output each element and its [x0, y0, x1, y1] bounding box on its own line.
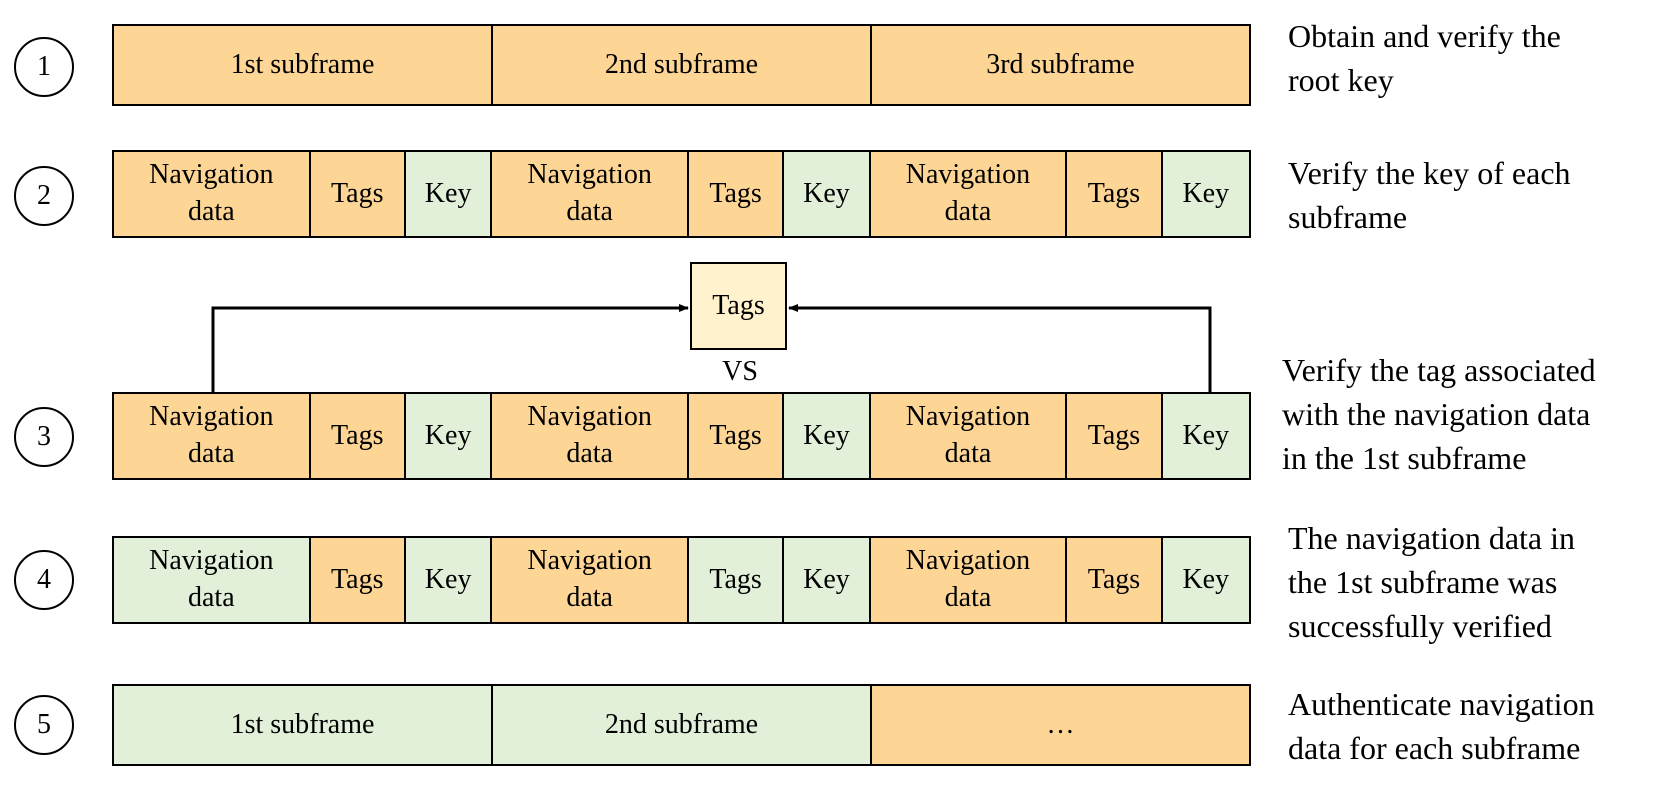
- step-4-circle: 4: [14, 550, 74, 610]
- step-number: 4: [37, 564, 51, 595]
- tags-cell: Tags: [310, 538, 406, 622]
- tags-cell: Tags: [1067, 394, 1163, 478]
- step-5-circle: 5: [14, 695, 74, 755]
- tags-cell: Tags: [1067, 538, 1163, 622]
- step-number: 1: [37, 51, 51, 82]
- key-cell: Key: [405, 394, 493, 478]
- step-1-subframe-row: 1st subframe 2nd subframe 3rd subframe: [112, 24, 1251, 106]
- key-cell: Key: [1162, 152, 1249, 236]
- tags-cell: Tags: [688, 394, 785, 478]
- tags-cell: Tags: [688, 538, 785, 622]
- tags-cell: Tags: [310, 394, 406, 478]
- tags-cell: Tags: [310, 152, 406, 236]
- subframe-cell: 2nd subframe: [493, 26, 872, 104]
- step-number: 3: [37, 421, 51, 452]
- step-3-circle: 3: [14, 407, 74, 467]
- subframe-cell: …: [872, 686, 1249, 764]
- subframe-cell: 2nd subframe: [493, 686, 872, 764]
- key-cell: Key: [1162, 538, 1249, 622]
- subframe-cell: 1st subframe: [114, 686, 493, 764]
- step-1-circle: 1: [14, 37, 74, 97]
- key-cell: Key: [784, 152, 871, 236]
- step-number: 5: [37, 709, 51, 740]
- key-cell: Key: [1162, 394, 1249, 478]
- subframe-cell: 1st subframe: [114, 26, 493, 104]
- step-number: 2: [37, 180, 51, 211]
- key-cell: Key: [405, 538, 493, 622]
- tags-cell: Tags: [1067, 152, 1163, 236]
- arrow-from-key: [788, 304, 1212, 393]
- comparison-tags-box: Tags: [690, 262, 787, 350]
- step-2-circle: 2: [14, 166, 74, 226]
- key-cell: Key: [405, 152, 493, 236]
- step-5-subframe-row: 1st subframe 2nd subframe …: [112, 684, 1251, 766]
- key-cell: Key: [784, 538, 871, 622]
- vs-label: VS: [722, 356, 758, 387]
- arrow-from-navigation-data: [211, 304, 689, 393]
- key-cell: Key: [784, 394, 871, 478]
- tags-cell: Tags: [688, 152, 785, 236]
- subframe-cell: 3rd subframe: [872, 26, 1249, 104]
